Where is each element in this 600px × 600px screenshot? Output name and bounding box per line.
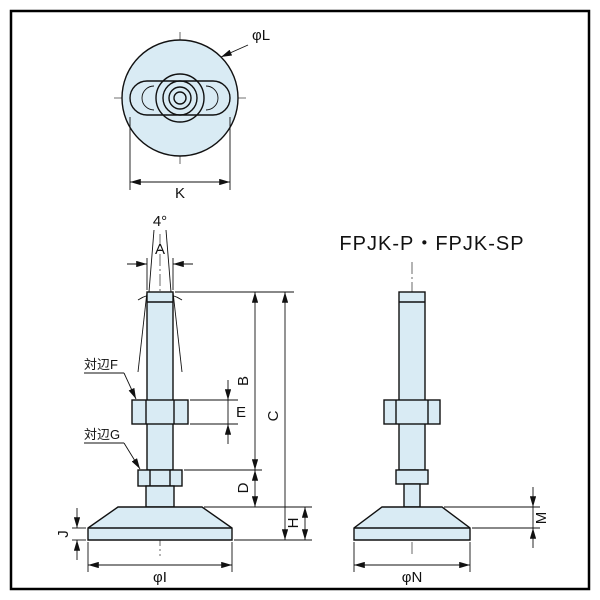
washer-flange [395,469,429,485]
a-dimension: A [127,241,193,290]
tilt-envelope-line [172,291,183,373]
flats-g-callout: 対辺G [84,427,141,470]
leader-line [123,442,141,470]
leader-line [220,44,249,58]
flats-f-callout: 対辺F [84,357,137,400]
dim-label-m: M [533,512,550,525]
dim-label-d: D [235,482,252,493]
stud-hole-circle [173,91,187,105]
angle-cone-line [148,229,155,293]
drawing-frame [9,9,591,591]
angle-cone-line [165,229,172,293]
phi-n-dimension: φN [353,542,471,586]
b-dimension: B [175,291,294,471]
k-dimension: K [129,117,231,202]
threaded-stud [398,291,426,471]
wing-arc-right [205,85,219,111]
d-dimension: D [204,470,312,508]
hub-circle-mid [162,80,198,116]
socket-neck [403,483,421,508]
dim-label-phi-n: φN [402,569,423,586]
angle-label: 4° [153,213,167,230]
tilt-envelope-line [137,291,148,373]
side-view: M φN [353,262,550,586]
wing-arc-left [141,85,155,111]
c-dimension: C [234,292,312,541]
front-view: 4° A 対辺F [55,213,312,586]
h-dimension: H [285,506,309,540]
phi-i-dimension: φI [87,542,233,586]
dim-label-j: J [55,530,72,538]
dim-label-phi-l: φL [252,27,270,44]
flats-f-label: 対辺F [84,357,118,372]
j-dimension: J [55,508,86,560]
hub-circle-inner [168,86,192,110]
dim-label-h: H [285,518,302,529]
top-view: φL K [114,27,270,202]
hex-collar [137,469,183,487]
dim-label-a: A [155,241,165,258]
dim-label-c: C [265,410,282,421]
dim-label-b: B [235,376,252,386]
leader-line [123,372,137,400]
hub-circle-outer [155,73,205,123]
product-title: FPJK-P・FPJK-SP [339,233,524,255]
flats-g-label: 対辺G [84,427,120,442]
socket-neck [145,485,175,508]
threaded-stud [146,291,174,471]
dim-label-k: K [175,185,185,202]
dim-label-phi-i: φI [153,569,167,586]
wing-stadium [129,80,231,116]
m-dimension: M [444,487,550,548]
hex-nut [383,399,441,425]
hex-nut [131,399,189,425]
e-dimension: E [190,380,246,444]
dim-label-e: E [236,404,246,421]
phi-l-dimension: φL [220,27,270,58]
